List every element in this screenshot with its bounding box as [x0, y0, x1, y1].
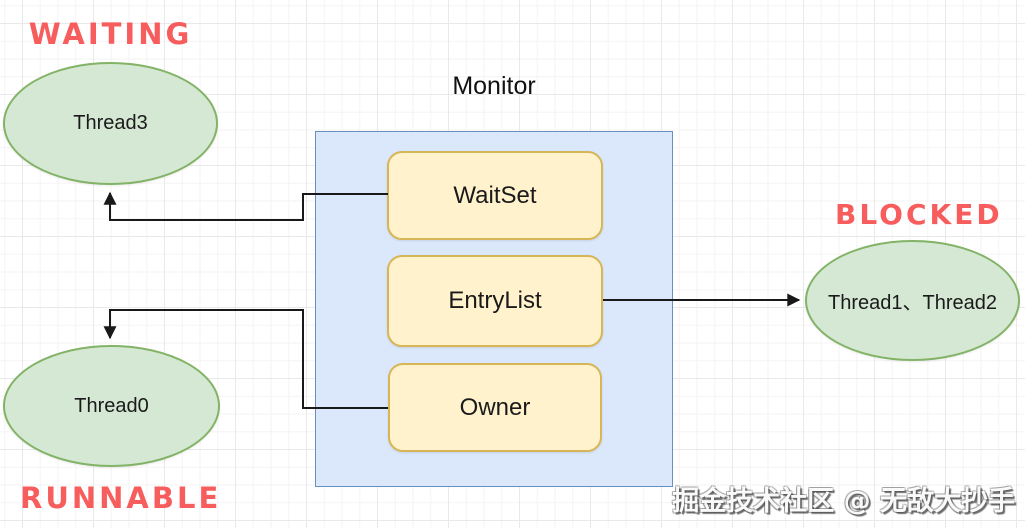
thread0-ellipse: Thread0 — [3, 345, 220, 467]
owner-box: Owner — [388, 363, 602, 452]
owner-label: Owner — [459, 393, 531, 421]
thread3-label: Thread3 — [73, 112, 148, 134]
waitset-box: WaitSet — [387, 151, 603, 240]
blocked-threads-label: Thread1、Thread2 — [828, 292, 997, 314]
blocked-threads-ellipse: Thread1、Thread2 — [805, 240, 1020, 361]
state-label-runnable: RUNNABLE — [20, 481, 222, 515]
watermark-text: 掘金技术社区 @ 无敌大抄手 — [672, 486, 1015, 517]
entrylist-label: EntryList — [448, 287, 542, 314]
entrylist-box: EntryList — [387, 255, 603, 347]
waitset-label: WaitSet — [453, 181, 537, 209]
thread0-label: Thread0 — [74, 394, 149, 417]
thread3-ellipse: Thread3 — [3, 62, 218, 185]
state-label-blocked: BLOCKED — [835, 198, 1003, 231]
monitor-title: Monitor — [452, 72, 536, 100]
state-label-waiting: WAITING — [28, 17, 193, 51]
